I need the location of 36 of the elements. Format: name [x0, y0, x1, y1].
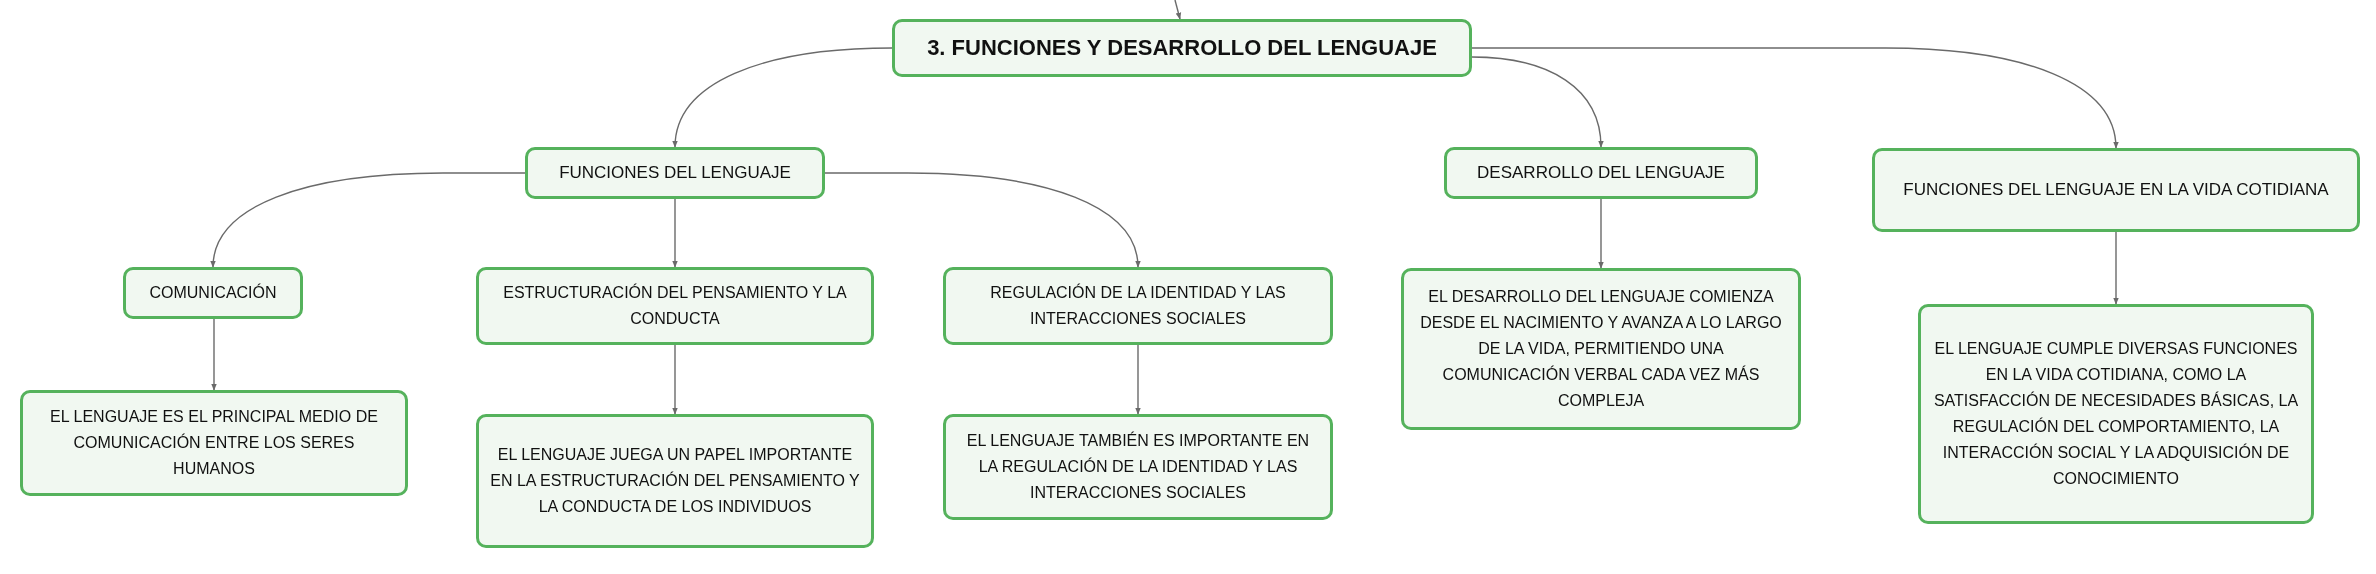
topic-box — [1444, 147, 1758, 199]
topic-box — [20, 390, 408, 496]
topic-label: REGULACIÓN DE LA IDENTIDAD Y LAS INTERACCIONES SOCIALES — [989, 282, 1287, 329]
connector-arrow — [824, 172, 1140, 268]
connector-arrow — [1135, 344, 1141, 415]
topic-box — [1918, 304, 2314, 524]
connector-arrow — [211, 318, 217, 391]
topic-box — [943, 414, 1333, 520]
connector-arrow — [1174, 0, 1182, 20]
topic-box — [476, 414, 874, 548]
connector-arrow — [672, 344, 678, 415]
topic-label: FUNCIONES DEL LENGUAJE — [559, 162, 791, 185]
topic-label: EL DESARROLLO DEL LENGUAJE COMIENZA DESDE EL NACIMIENTO Y AVANZA A LO LARGO DE LA VIDA, PERMITIENDO UNA COMUNICACIÓN VERBAL CADA VEZ MÁS COMPLEJA — [1419, 287, 1783, 411]
topic-label: EL LENGUAJE ES EL PRINCIPAL MEDIO DE COMUNICACIÓN ENTRE LOS SERES HUMANOS — [49, 407, 379, 479]
topic-box — [123, 267, 303, 319]
topic-label: ESTRUCTURACIÓN DEL PENSAMIENTO Y LA CONDUCTA — [502, 282, 848, 329]
connector-arrow — [672, 198, 678, 268]
topic-label: EL LENGUAJE TAMBIÉN ES IMPORTANTE EN LA REGULACIÓN DE LA IDENTIDAD Y LAS INTERACCIONES SOCIALES — [965, 430, 1311, 503]
topic-label: COMUNICACIÓN — [149, 282, 277, 304]
topic-box — [525, 147, 825, 199]
topic-label: FUNCIONES DEL LENGUAJE EN LA VIDA COTIDIANA — [1903, 179, 2329, 202]
connector-arrow — [211, 172, 526, 268]
connector-arrow — [1598, 198, 1604, 269]
topic-label: EL LENGUAJE JUEGA UN PAPEL IMPORTANTE EN LA ESTRUCTURACIÓN DEL PENSAMIENTO Y LA CONDUCTA DE LOS INDIVIDUOS — [489, 445, 861, 517]
topic-label: 3. FUNCIONES Y DESARROLLO DEL LENGUAJE — [927, 34, 1437, 62]
connector-arrow — [1471, 47, 2118, 149]
topic-box — [476, 267, 874, 345]
connector-arrow — [2113, 231, 2119, 305]
topic-label: DESARROLLO DEL LENGUAJE — [1477, 162, 1725, 185]
topic-label: EL LENGUAJE CUMPLE DIVERSAS FUNCIONES EN LA VIDA COTIDIANA, COMO LA SATISFACCIÓN DE NECESIDADES BÁSICAS, LA REGULACIÓN DEL COMPORTAMIENTO, LA INTERACCIÓN SOCIAL Y LA ADQUISICIÓN DE CONOCIMIENTO — [1932, 339, 2300, 489]
topic-box — [1872, 148, 2360, 232]
topic-box — [943, 267, 1333, 345]
topic-box — [1401, 268, 1801, 430]
main-topic-box — [892, 19, 1472, 77]
connector-arrow — [672, 47, 893, 148]
connector-arrow — [1471, 56, 1604, 148]
